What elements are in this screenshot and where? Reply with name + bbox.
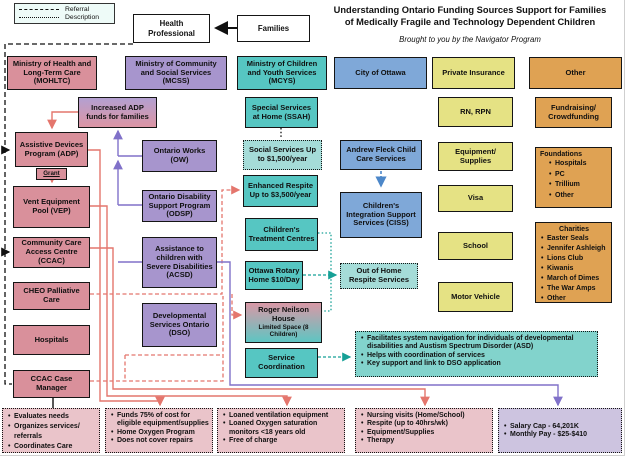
dso-box: Developmental Services Ontario (DSO) — [142, 303, 217, 347]
charity-item: Jennifer Ashleigh — [540, 244, 605, 254]
description-item: Evaluates needs — [7, 412, 69, 422]
hospitals-box: Hospitals — [13, 325, 90, 355]
description-item: Funds 75% of cost for eligible equipment… — [110, 412, 209, 429]
childrens-treatment-centres-box: Children's Treatment Centres — [245, 218, 318, 251]
dashed-line-sample — [19, 9, 59, 10]
enhanced-respite-box: Enhanced Respite Up to $3,500/year — [243, 175, 318, 207]
header-mohltc: Ministry of Health and Long-Term Care (M… — [7, 56, 97, 90]
header-city-of-ottawa: City of Ottawa — [334, 57, 427, 89]
service-coordination-box: Service Coordination — [245, 348, 318, 378]
description-item: Key support and link to DSO application — [360, 360, 501, 369]
legend-description-label: Description — [65, 14, 99, 21]
legend-referral-label: Referral — [65, 6, 90, 13]
description-item: Free of charge — [222, 437, 277, 446]
ccac-case-manager-box: CCAC Case Manager — [13, 370, 90, 398]
description-item: Equipment/Supplies — [360, 429, 434, 438]
roger-neilson-house-box: Roger Neilson House Limited Space (8 Chi… — [245, 302, 322, 343]
acsd-box: Assistance to children with Severe Disab… — [142, 237, 217, 288]
charities-title: Charities — [559, 226, 589, 233]
rnh-note: Limited Space (8 Children) — [258, 324, 309, 339]
ciss-box: Children's Integration Support Services … — [340, 192, 422, 238]
legend-description-row: Description — [19, 14, 110, 21]
adp-box: Assistive Devices Program (ADP) — [15, 132, 88, 167]
families-box: Families — [237, 15, 310, 42]
charities-box: Charities Easter Seals Jennifer Ashleigh… — [535, 222, 612, 304]
adp-description-box: Funds 75% of cost for eligible equipment… — [105, 408, 213, 453]
description-item: Facilitates system navigation for indivi… — [360, 335, 594, 352]
page-title-line2: of Medically Fragile and Technology Depe… — [344, 16, 596, 27]
charity-item: March of Dimes — [540, 274, 599, 284]
ccac-box: Community Care Access Centre (CCAC) — [13, 237, 90, 268]
page-title-line1: Understanding Ontario Funding Sources Su… — [333, 5, 607, 15]
acsd-description-box: Salary Cap - 64,201K Monthly Pay - $25-$… — [498, 408, 622, 453]
description-item: Therapy — [360, 437, 394, 446]
foundation-item: Trillium — [548, 180, 580, 191]
out-of-home-respite-box: Out of Home Respite Services — [340, 263, 418, 289]
vep-box: Vent Equipment Pool (VEP) — [13, 186, 90, 228]
description-item: Respite (up to 40hrs/wk) — [360, 420, 448, 429]
ottawa-rotary-home-box: Ottawa Rotary Home $10/Day — [245, 261, 303, 290]
dotted-line-sample — [19, 17, 59, 18]
header-other: Other — [529, 57, 622, 89]
ccac-description-box: Nursing visits (Home/School) Respite (up… — [355, 408, 493, 453]
legend-referral-row: Referral — [19, 6, 110, 13]
charity-item: Lions Club — [540, 254, 583, 264]
charity-item: Easter Seals — [540, 234, 589, 244]
legend: Referral Description — [14, 3, 115, 24]
description-item: Does not cover repairs — [110, 437, 193, 446]
description-item: Loaned Oxygen saturation monitors <18 ye… — [222, 420, 341, 437]
foundations-box: Foundations Hospitals PC Trillium Other — [535, 147, 612, 208]
grant-text: Grant — [43, 169, 60, 177]
social-services-box: Social Services Up to $1,500/year — [243, 140, 322, 170]
charity-item: The War Amps — [540, 284, 596, 294]
rnh-title: Roger Neilson House — [258, 305, 309, 324]
foundation-item: Other — [548, 191, 574, 202]
description-item: Organizes services/ referrals — [7, 422, 96, 442]
description-item: Helps with coordination of services — [360, 352, 485, 361]
ccac-case-manager-description-box: Evaluates needs Organizes services/ refe… — [2, 408, 100, 453]
motor-vehicle-box: Motor Vehicle — [438, 282, 513, 312]
header-mcss: Ministry of Community and Social Service… — [125, 56, 227, 90]
description-item: Loaned ventilation equipment — [222, 412, 328, 421]
odsp-box: Ontario Disability Support Program (ODSP… — [142, 190, 217, 222]
description-item: Salary Cap - 64,201K — [503, 423, 579, 432]
fundraising-box: Fundraising/ Crowdfunding — [535, 97, 612, 128]
title-block: Understanding Ontario Funding Sources Su… — [318, 5, 622, 44]
school-box: School — [438, 232, 513, 260]
foundations-title: Foundations — [540, 151, 582, 158]
visa-box: Visa — [438, 185, 513, 212]
health-professional-box: Health Professional — [133, 14, 210, 43]
description-item: Monthly Pay - $25-$410 — [503, 431, 587, 440]
equipment-supplies-box: Equipment/ Supplies — [438, 142, 513, 171]
charity-item: Kiwanis — [540, 264, 573, 274]
service-coordination-description-box: Facilitates system navigation for indivi… — [355, 331, 598, 377]
foundation-item: PC — [548, 170, 565, 181]
ssah-box: Special Services at Home (SSAH) — [245, 97, 318, 128]
header-mcys: Ministry of Children and Youth Services … — [237, 56, 327, 90]
description-item: Nursing visits (Home/School) — [360, 412, 465, 421]
vep-description-box: Loaned ventilation equipment Loaned Oxyg… — [217, 408, 345, 453]
foundation-item: Hospitals — [548, 159, 587, 170]
header-private-insurance: Private Insurance — [432, 57, 515, 89]
grant-label: Grant — [36, 168, 67, 180]
increased-adp-funds-box: Increased ADP funds for families — [78, 97, 157, 128]
rn-rpn-box: RN, RPN — [438, 97, 513, 127]
charity-item: Other — [540, 294, 566, 304]
andrew-fleck-box: Andrew Fleck Child Care Services — [340, 140, 422, 170]
description-item: Coordinates Care — [7, 442, 72, 452]
cheo-palliative-care-box: CHEO Palliative Care — [13, 282, 90, 310]
description-item: Home Oxygen Program — [110, 429, 195, 438]
page-subtitle: Brought to you by the Navigator Program — [399, 35, 541, 45]
ontario-works-box: Ontario Works (OW) — [142, 140, 217, 172]
